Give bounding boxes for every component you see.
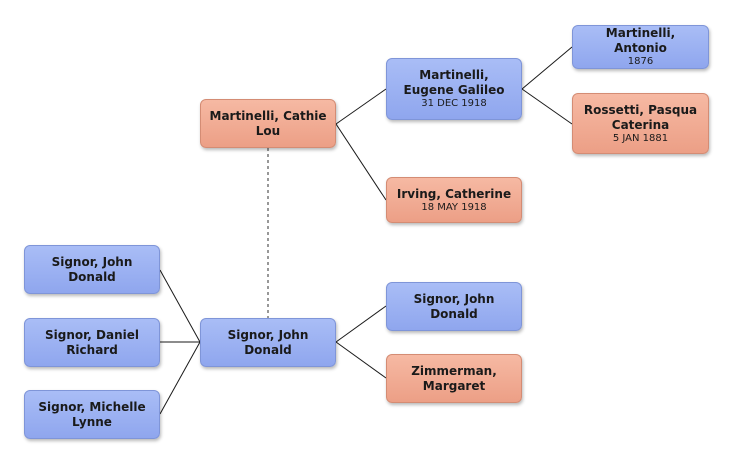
person-name: Martinelli, Cathie Lou bbox=[209, 108, 327, 138]
person-card-pasqua[interactable]: Rossetti, Pasqua Caterina 5 JAN 1881 bbox=[572, 93, 709, 154]
person-card-child-michelle[interactable]: Signor, Michelle Lynne bbox=[24, 390, 160, 439]
person-name: Irving, Catherine bbox=[396, 186, 512, 201]
person-card-antonio[interactable]: Martinelli, Antonio 1876 bbox=[572, 25, 709, 69]
link-child-michelle bbox=[159, 341, 201, 415]
person-card-eugene[interactable]: Martinelli, Eugene Galileo 31 DEC 1918 bbox=[386, 58, 522, 120]
link-center-mother bbox=[335, 341, 387, 379]
person-name: Signor, Daniel Richard bbox=[45, 327, 139, 357]
person-date: 18 MAY 1918 bbox=[421, 201, 487, 213]
person-date: 1876 bbox=[627, 56, 654, 67]
person-card-center-john[interactable]: Signor, John Donald bbox=[200, 318, 336, 367]
person-name: Signor, John Donald bbox=[227, 327, 309, 357]
link-eugene-pasqua bbox=[521, 88, 573, 125]
person-card-father-john[interactable]: Signor, John Donald bbox=[386, 282, 522, 331]
person-card-margaret[interactable]: Zimmerman, Margaret bbox=[386, 354, 522, 403]
link-center-father bbox=[335, 305, 387, 343]
person-card-child-daniel[interactable]: Signor, Daniel Richard bbox=[24, 318, 160, 367]
person-name: Rossetti, Pasqua Caterina bbox=[583, 102, 698, 132]
person-card-child-john[interactable]: Signor, John Donald bbox=[24, 245, 160, 294]
person-name: Martinelli, Eugene Galileo bbox=[403, 68, 505, 97]
link-child-john bbox=[159, 269, 201, 343]
person-name: Signor, John Donald bbox=[413, 291, 495, 321]
person-name: Signor, Michelle Lynne bbox=[38, 399, 146, 429]
person-name: Signor, John Donald bbox=[51, 254, 133, 284]
link-cathie-catherine bbox=[335, 123, 387, 201]
person-name: Zimmerman, Margaret bbox=[411, 363, 497, 393]
link-cathie-eugene bbox=[335, 88, 387, 125]
link-eugene-antonio bbox=[521, 46, 573, 90]
person-name: Martinelli, Antonio bbox=[605, 26, 676, 55]
person-card-cathie[interactable]: Martinelli, Cathie Lou bbox=[200, 99, 336, 148]
person-date: 5 JAN 1881 bbox=[612, 132, 669, 144]
person-card-catherine[interactable]: Irving, Catherine 18 MAY 1918 bbox=[386, 177, 522, 223]
person-date: 31 DEC 1918 bbox=[421, 98, 487, 109]
